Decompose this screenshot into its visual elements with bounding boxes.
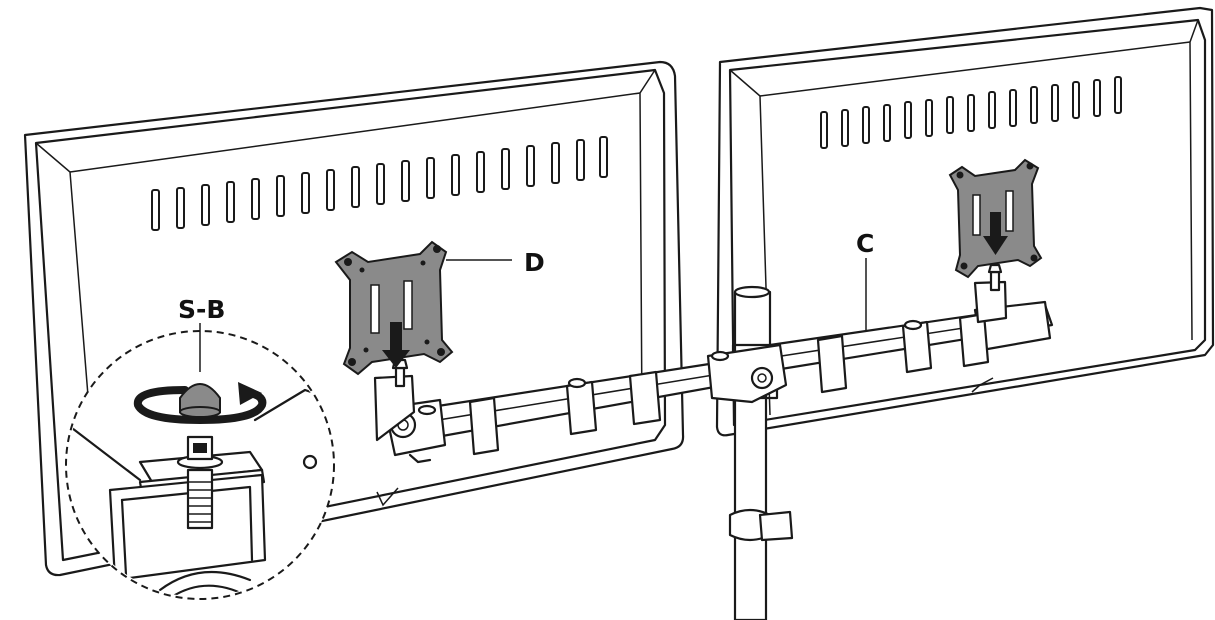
pole bbox=[731, 285, 779, 620]
arm-assembly bbox=[383, 300, 1054, 464]
right-monitor-vents bbox=[820, 76, 1122, 149]
right-bracket-post bbox=[973, 263, 1008, 324]
left-monitor-vents bbox=[151, 136, 608, 231]
right-down-arrow bbox=[983, 212, 1008, 255]
nut-label: S-B bbox=[178, 295, 225, 324]
left-bracket-post bbox=[373, 358, 416, 442]
arm-callout: C bbox=[856, 229, 874, 330]
plate-callout: D bbox=[446, 248, 545, 277]
arm-label: C bbox=[856, 229, 874, 258]
cable-clip bbox=[728, 508, 794, 542]
left-down-arrow bbox=[382, 322, 410, 368]
plate-label: D bbox=[524, 248, 545, 277]
detail-inset: S-B bbox=[65, 295, 335, 600]
left-vesa-plate bbox=[334, 240, 454, 376]
